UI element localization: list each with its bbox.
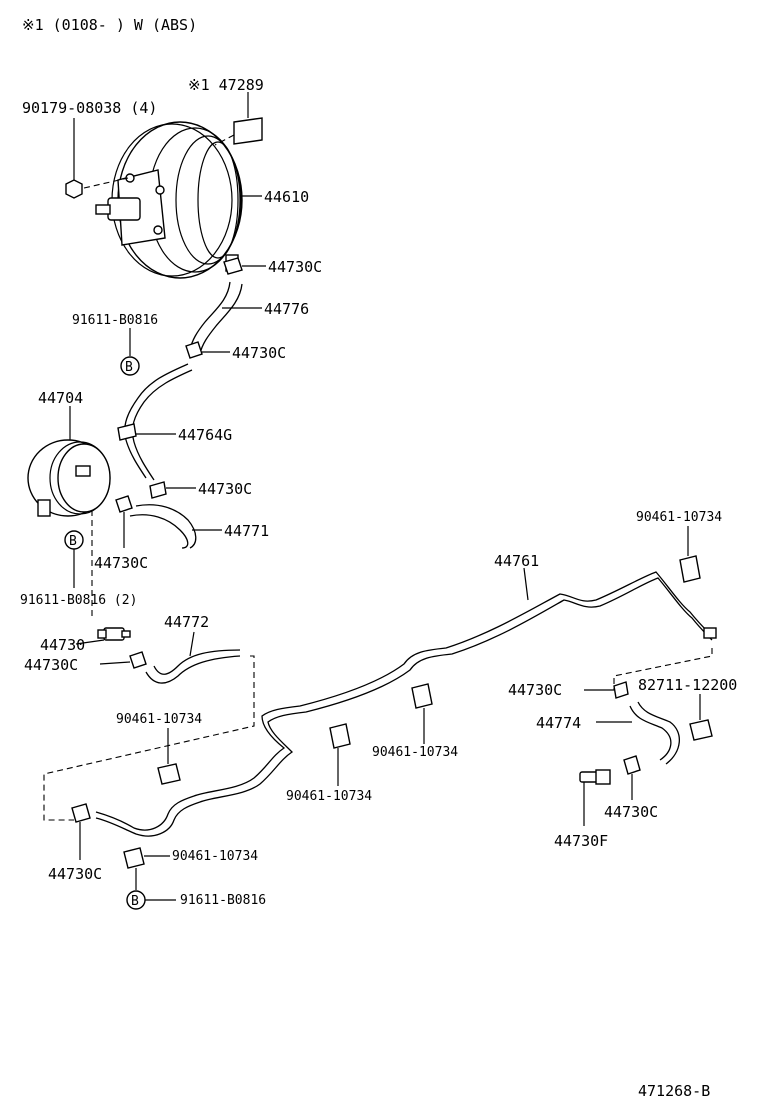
header-note: ※1 (0108- ) W (ABS) [22, 16, 197, 34]
label-82711-12200: 82711-12200 [638, 676, 737, 694]
label-44772: 44772 [164, 613, 209, 631]
marker-b-top-text: B [125, 360, 133, 375]
label-clip-bottom-left: 44730C [48, 865, 102, 883]
label-clip-3: 44730C [198, 480, 252, 498]
clip-82711-12200 [689, 719, 713, 741]
marker-b-bottom-text: B [131, 894, 139, 909]
label-90179-08038: 90179-08038 (4) [22, 99, 157, 117]
label-clip-2: 44730C [232, 344, 286, 362]
clip-44730c-3 [149, 481, 167, 499]
clip-44730c-top [223, 257, 243, 275]
label-90461-bottom: 90461-10734 [172, 849, 258, 864]
label-44730: 44730 [40, 636, 85, 654]
clip-44730f [579, 769, 611, 785]
label-44704: 44704 [38, 389, 83, 407]
leader-44730 [75, 639, 105, 645]
leader-44772 [189, 631, 195, 657]
clip-44730c-bottom-left [71, 803, 91, 823]
hose-44771 [129, 514, 189, 549]
clip-44730c-right [613, 681, 629, 699]
clip-44730c-5 [129, 651, 147, 669]
pipe-44764g [124, 363, 189, 479]
label-90461-mid1: 90461-10734 [286, 789, 372, 804]
label-44761: 44761 [494, 552, 539, 570]
clamp-90461-mid1 [329, 723, 351, 749]
label-clip-4: 44730C [94, 554, 148, 572]
clip-44730c-right2 [623, 755, 641, 775]
label-90461-mid2: 90461-10734 [372, 745, 458, 760]
label-44730f: 44730F [554, 832, 608, 850]
clip-44730c-2 [185, 341, 203, 359]
clip-44730c-4 [115, 495, 133, 513]
hose-44772 [145, 655, 241, 684]
plate-47289 [214, 92, 263, 146]
leader-clip-5 [99, 661, 131, 665]
clamp-90461-mid2 [411, 683, 433, 709]
label-90461-left: 90461-10734 [116, 712, 202, 727]
dashed-guide-left [43, 655, 255, 821]
leader-44761 [523, 567, 529, 601]
clamp-90461-left [157, 763, 181, 785]
label-clip-right2: 44730C [604, 803, 658, 821]
marker-b-mid-text: B [69, 534, 77, 549]
nut-90179-08038 [65, 118, 129, 199]
marker-b-top [120, 356, 140, 376]
hose-44774 [629, 705, 672, 761]
label-90461-right: 90461-10734 [636, 510, 722, 525]
label-44610: 44610 [264, 188, 309, 206]
check-valve-44730 [97, 627, 131, 641]
clamp-90461-bottom [123, 847, 145, 869]
hose-44776 [189, 281, 231, 351]
label-clip-right: 44730C [508, 681, 562, 699]
label-47289: ※1 47289 [188, 76, 264, 94]
label-91611-bottom: 91611-B0816 [180, 893, 266, 908]
vacuum-tank-44704 [27, 439, 111, 517]
brake-booster-44610 [95, 121, 243, 279]
pipe-44761 [95, 571, 717, 837]
label-91611-2: 91611-B0816 (2) [20, 593, 137, 608]
label-44774: 44774 [536, 714, 581, 732]
label-44764g: 44764G [178, 426, 232, 444]
label-91611-top: 91611-B0816 [72, 313, 158, 328]
clamp-90461-right [679, 555, 701, 583]
label-clip-5: 44730C [24, 656, 78, 674]
reference-code: 471268-B [638, 1082, 710, 1100]
label-44771: 44771 [224, 522, 269, 540]
label-44776: 44776 [264, 300, 309, 318]
dashed-guide-right [613, 648, 713, 690]
label-clip-top: 44730C [268, 258, 322, 276]
